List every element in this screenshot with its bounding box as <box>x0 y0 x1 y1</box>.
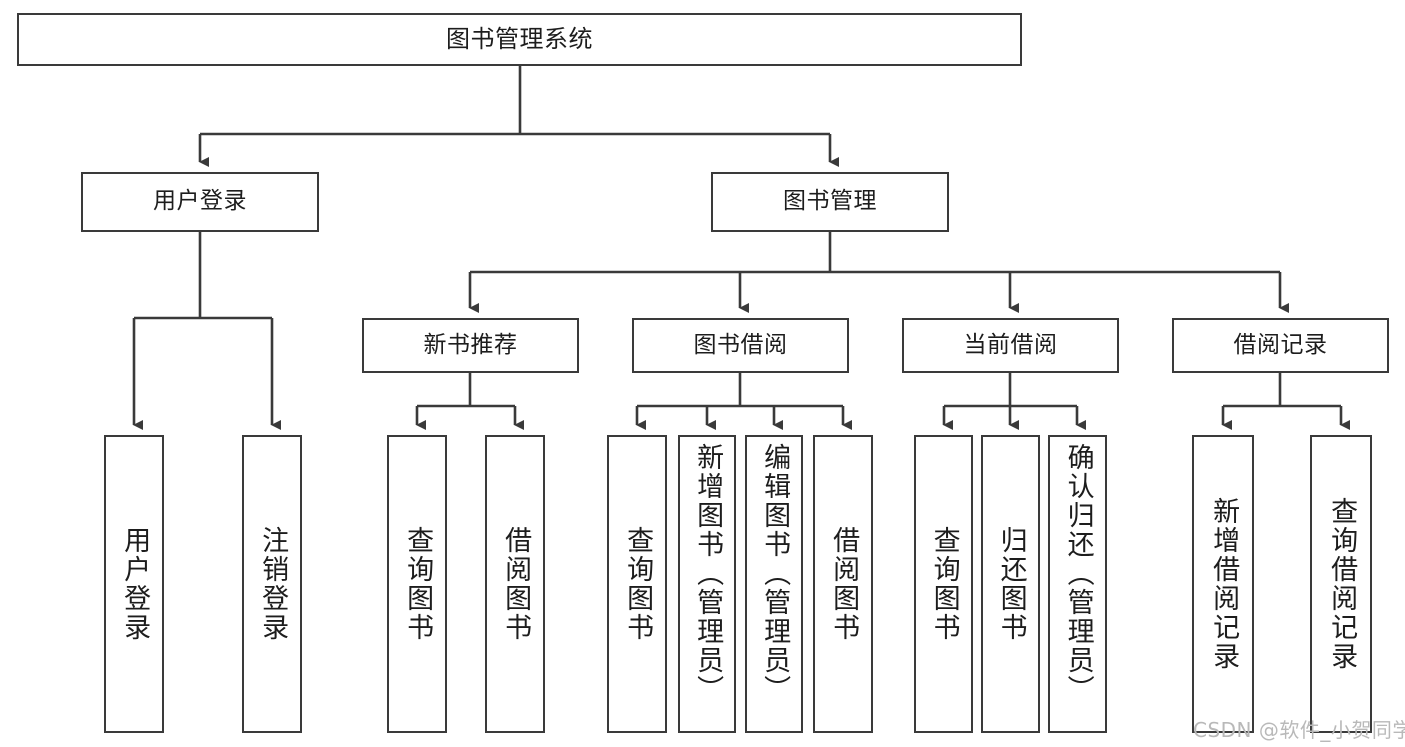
node-level3-3[interactable]: 借阅记录 <box>1172 318 1389 373</box>
node-level2-0[interactable]: 用户登录 <box>81 172 319 232</box>
node-root-图书管理系统[interactable]: 图书管理系统 <box>17 13 1022 66</box>
node-leaf-4[interactable]: 查询图书 <box>607 435 667 733</box>
node-label: 新书推荐 <box>423 331 518 358</box>
node-leaf-7[interactable]: 借阅图书 <box>813 435 873 733</box>
node-level3-2[interactable]: 当前借阅 <box>902 318 1119 373</box>
node-level2-1[interactable]: 图书管理 <box>711 172 949 232</box>
node-leaf-0[interactable]: 用户登录 <box>104 435 164 733</box>
node-label: 查询图书 <box>402 526 434 642</box>
node-leaf-12[interactable]: 查询借阅记录 <box>1310 435 1372 733</box>
node-leaf-2[interactable]: 查询图书 <box>387 435 447 733</box>
node-leaf-10[interactable]: 确认归还（管理员） <box>1048 435 1107 733</box>
node-label: 用户登录 <box>153 188 247 215</box>
node-label: 注销登录 <box>257 526 289 642</box>
node-label: 归还图书 <box>995 526 1027 642</box>
csdn-watermark: CSDN @软件_小贺同学 <box>1193 718 1405 742</box>
node-label: 确认归还（管理员） <box>1062 443 1094 704</box>
node-leaf-11[interactable]: 新增借阅记录 <box>1192 435 1254 733</box>
node-label: 借阅图书 <box>828 526 860 642</box>
node-leaf-6[interactable]: 编辑图书（管理员） <box>745 435 803 733</box>
node-label: 编辑图书（管理员） <box>759 443 791 704</box>
node-leaf-3[interactable]: 借阅图书 <box>485 435 545 733</box>
node-leaf-8[interactable]: 查询图书 <box>914 435 973 733</box>
node-label: 新增图书（管理员） <box>692 443 724 704</box>
node-label: 查询图书 <box>622 526 654 642</box>
node-label: 查询借阅记录 <box>1326 497 1358 671</box>
node-label: 用户登录 <box>119 526 151 642</box>
node-label: 新增借阅记录 <box>1208 497 1240 671</box>
node-label: 图书借阅 <box>693 331 788 358</box>
node-leaf-9[interactable]: 归还图书 <box>981 435 1040 733</box>
node-leaf-5[interactable]: 新增图书（管理员） <box>678 435 736 733</box>
node-level3-1[interactable]: 图书借阅 <box>632 318 849 373</box>
node-label: 当前借阅 <box>963 331 1058 358</box>
node-leaf-1[interactable]: 注销登录 <box>242 435 302 733</box>
node-label: 查询图书 <box>928 526 960 642</box>
node-label: 借阅记录 <box>1233 331 1328 358</box>
node-level3-0[interactable]: 新书推荐 <box>362 318 579 373</box>
node-label: 图书管理 <box>783 188 877 215</box>
node-label: 图书管理系统 <box>446 25 593 54</box>
node-label: 借阅图书 <box>500 526 532 642</box>
